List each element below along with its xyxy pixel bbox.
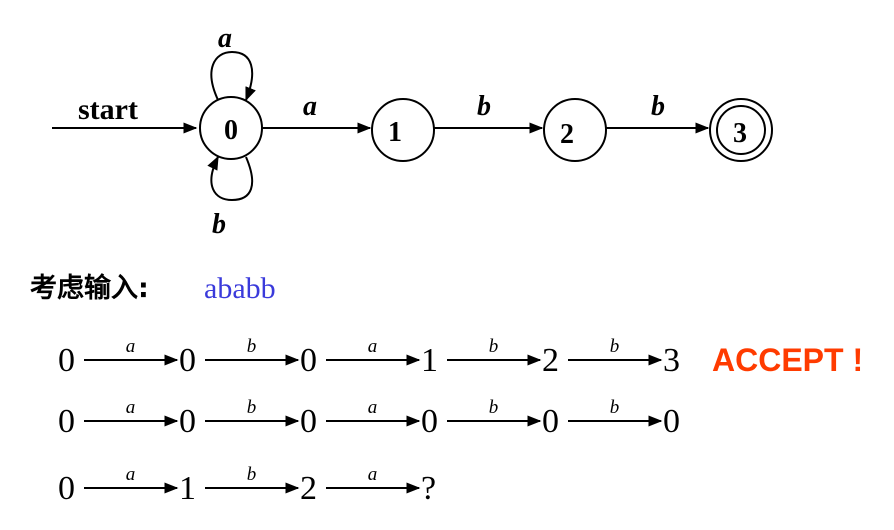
state-2-label: 2 <box>560 119 574 150</box>
loop-b-label: b <box>212 209 226 240</box>
sequence-symbol: b <box>247 464 257 485</box>
sequence-state: ? <box>421 470 436 507</box>
sequence-state: 0 <box>421 403 438 440</box>
sequence-state: 0 <box>179 342 196 379</box>
edge-1-2-label: b <box>477 91 491 122</box>
sequence-state: 0 <box>300 342 317 379</box>
sequence-symbol: b <box>247 336 257 357</box>
sequence-state: 0 <box>663 403 680 440</box>
accept-label: ACCEPT ! <box>712 342 863 378</box>
sequence-state: 2 <box>300 470 317 507</box>
state-0: 0 <box>199 96 263 160</box>
sequence-symbol: a <box>368 464 378 485</box>
sequence-row-3: 0 a 1 b 2 a? <box>58 464 436 507</box>
sequence-symbol: b <box>489 397 499 418</box>
state-1-label: 1 <box>388 117 402 148</box>
state-3-accepting: 3 <box>709 98 773 162</box>
sequence-state: 0 <box>179 403 196 440</box>
sequence-state: 1 <box>179 470 196 507</box>
start-label: start <box>78 93 138 126</box>
consider-input-label: 考虑输入: <box>30 272 149 304</box>
sequence-state: 0 <box>58 403 75 440</box>
sequence-symbol: b <box>247 397 257 418</box>
loop-a-arrow <box>210 50 256 102</box>
sequence-symbol: a <box>126 464 136 485</box>
sequence-symbol: b <box>610 336 620 357</box>
sequence-row-2: 0 a 0 b 0 a 0 b 0 b 0 <box>58 397 680 440</box>
sequence-symbol: b <box>610 397 620 418</box>
sequence-symbol: b <box>489 336 499 357</box>
state-3-label: 3 <box>733 118 747 149</box>
sequence-state: 0 <box>300 403 317 440</box>
sequence-symbol: a <box>126 397 136 418</box>
sequence-state: 1 <box>421 342 438 379</box>
sequence-state: 0 <box>58 470 75 507</box>
sequence-row-1: 0 a 0 b 0 a 1 b 2 b 3 <box>58 336 680 379</box>
sequence-state: 2 <box>542 342 559 379</box>
input-string: ababb <box>204 272 276 305</box>
edge-2-3-label: b <box>651 91 665 122</box>
sequence-state: 3 <box>663 342 680 379</box>
sequence-state: 0 <box>542 403 559 440</box>
sequence-symbol: a <box>368 336 378 357</box>
edge-0-1-label: a <box>303 91 317 122</box>
sequence-symbol: a <box>368 397 378 418</box>
state-0-label: 0 <box>224 115 238 146</box>
loop-b-arrow <box>207 155 254 202</box>
state-2: 2 <box>543 98 607 162</box>
sequence-state: 0 <box>58 342 75 379</box>
loop-a-label: a <box>218 23 232 54</box>
sequence-symbol: a <box>126 336 136 357</box>
state-1: 1 <box>371 98 435 162</box>
